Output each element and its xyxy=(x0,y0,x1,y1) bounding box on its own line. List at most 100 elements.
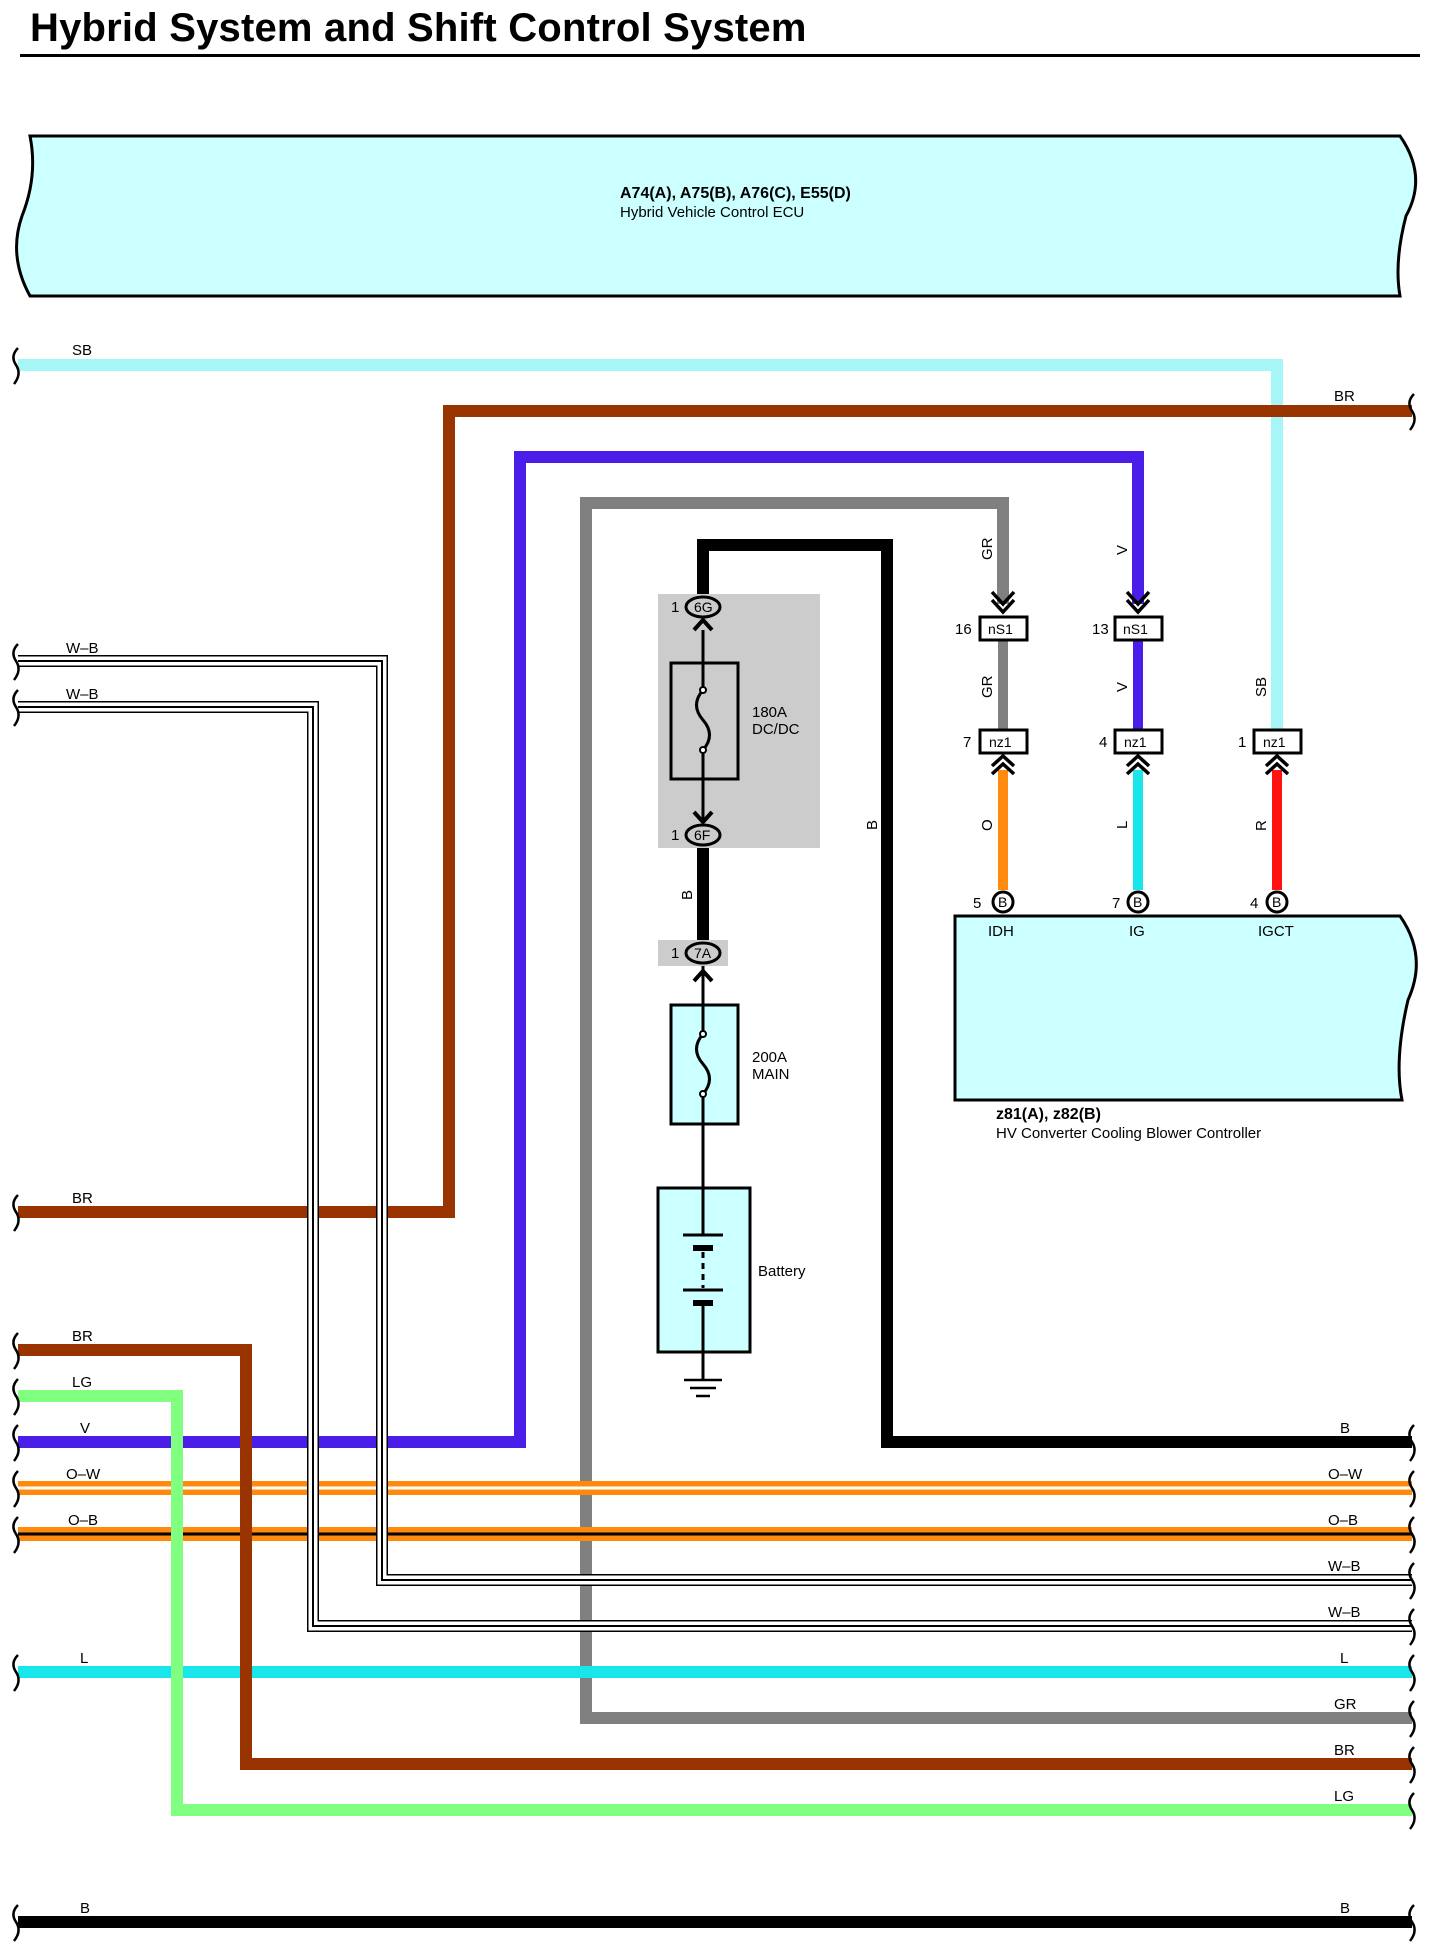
wire-gr xyxy=(580,497,1412,1724)
fuse-main: 200A MAIN xyxy=(669,1003,790,1126)
connector-6f-pin: 1 xyxy=(671,827,679,844)
nS1-gr-arrow xyxy=(990,590,1016,615)
connector-6f-arrow xyxy=(692,810,714,825)
label-vert-l: L xyxy=(1114,821,1131,829)
wires xyxy=(18,359,1412,1928)
label-vert-gr-upper: GR xyxy=(979,537,996,560)
ground-icon xyxy=(684,1378,722,1398)
connector-7a xyxy=(684,941,722,965)
connector-nz1-o-pin: 7 xyxy=(963,734,971,751)
connector-nz1-l-code: nz1 xyxy=(1124,734,1147,750)
label-left-sb: SB xyxy=(72,342,92,359)
label-right-ob: O–B xyxy=(1328,1512,1358,1529)
title-rule xyxy=(20,54,1420,57)
connector-6g-arrow xyxy=(692,617,714,632)
label-vert-gr-lower: GR xyxy=(979,675,996,698)
fuse-block: 6G 1 180A DC/DC 6F 1 7A 1 xyxy=(658,594,820,983)
wire-labels-vertical: GR V GR V SB O L R B B xyxy=(679,537,1270,900)
controller-pin-idh-conn: B xyxy=(998,894,1007,910)
label-vert-b-right: B xyxy=(864,820,881,830)
connector-7a-pin: 1 xyxy=(671,945,679,962)
ecu-id: A74(A), A75(B), A76(C), E55(D) xyxy=(620,185,851,202)
wire-br-upper xyxy=(18,405,1412,1218)
label-right-br: BR xyxy=(1334,388,1355,405)
label-right-b: B xyxy=(1340,1420,1350,1437)
connector-ns1-gr-code: nS1 xyxy=(988,621,1013,637)
controller-box xyxy=(953,914,1418,1102)
controller-pin-igct-name: IGCT xyxy=(1258,923,1294,940)
fuse-main-node-bottom xyxy=(699,1090,707,1098)
connector-nz1-r-pin: 1 xyxy=(1238,734,1246,751)
label-right-wb1: W–B xyxy=(1328,1558,1361,1575)
label-left-br2: BR xyxy=(72,1328,93,1345)
label-left-wb1: W–B xyxy=(66,640,99,657)
ecu-box xyxy=(15,134,1418,298)
wire-br-lower xyxy=(18,1344,1412,1770)
controller-pin-ig-conn: B xyxy=(1133,894,1142,910)
connector-ns1-gr-pin: 16 xyxy=(955,621,972,638)
connector-7a-code: 7A xyxy=(694,945,712,961)
label-vert-r: R xyxy=(1253,820,1270,831)
connector-nz1-r-code: nz1 xyxy=(1263,734,1286,750)
label-right-l: L xyxy=(1340,1650,1348,1667)
label-vert-sb: SB xyxy=(1253,677,1270,697)
connector-nz1-o xyxy=(978,728,1029,755)
connector-nz1-r xyxy=(1252,728,1303,755)
wire-lg xyxy=(18,1390,1412,1816)
label-right-gr: GR xyxy=(1334,1696,1357,1713)
label-right-ow: O–W xyxy=(1328,1466,1363,1483)
label-left-br1: BR xyxy=(72,1190,93,1207)
label-left-wb2: W–B xyxy=(66,686,99,703)
controller-pin-idh-num: 5 xyxy=(973,895,981,912)
nz1-l-arrow xyxy=(1125,753,1151,776)
controller-pin-idh xyxy=(991,890,1015,914)
fuse-dcdc-node-top xyxy=(699,686,707,694)
connector-nz1-l-pin: 4 xyxy=(1099,734,1107,751)
nz1-o-arrow xyxy=(990,753,1016,776)
connector-ns1-gr xyxy=(978,615,1029,642)
junction-connectors: nS1 16 nS1 13 nz1 7 nz1 4 nz1 1 xyxy=(955,590,1303,776)
label-left-ob: O–B xyxy=(68,1512,98,1529)
controller-name: HV Converter Cooling Blower Controller xyxy=(996,1125,1261,1142)
connector-6g-code: 6G xyxy=(694,599,713,615)
label-right-br2: BR xyxy=(1334,1742,1355,1759)
wire-labels-right: BR B O–W O–B W–B W–B L GR BR LG B xyxy=(1328,388,1363,1917)
controller-pin-igct xyxy=(1265,890,1289,914)
connector-ns1-v-code: nS1 xyxy=(1123,621,1148,637)
connector-ns1-v xyxy=(1113,615,1164,642)
connector-6f xyxy=(684,823,722,847)
label-vert-b-fuse: B xyxy=(679,890,696,900)
fuse-main-node-top xyxy=(699,1030,707,1038)
fuse-main-name: MAIN xyxy=(752,1066,790,1083)
fuse-dcdc-link xyxy=(695,630,711,822)
fuse-dcdc-node-bottom xyxy=(699,746,707,754)
label-vert-v-lower: V xyxy=(1114,682,1131,692)
label-right-wb2: W–B xyxy=(1328,1604,1361,1621)
fuse-main-link xyxy=(695,1005,711,1124)
wire-labels-left: SB W–B W–B BR BR LG V O–W O–B L B xyxy=(66,342,101,1917)
fuse-dcdc-name: DC/DC xyxy=(752,721,800,738)
wire-b-fuse xyxy=(697,539,1412,1448)
label-vert-o: O xyxy=(979,819,996,831)
label-left-ow: O–W xyxy=(66,1466,101,1483)
connector-6g xyxy=(684,595,722,619)
controller-pin-ig-num: 7 xyxy=(1112,895,1120,912)
label-right-b2: B xyxy=(1340,1900,1350,1917)
battery: Battery xyxy=(656,1186,806,1354)
hv-converter-cooling-blower-controller: B B B 5 7 4 IDH IG IGCT z81(A), z82(B) H… xyxy=(953,890,1418,1142)
wire-break-marks xyxy=(12,347,1416,1942)
label-right-lg: LG xyxy=(1334,1788,1354,1805)
wire-v-upper xyxy=(18,451,1144,1448)
controller-pin-idh-name: IDH xyxy=(988,923,1014,940)
battery-label: Battery xyxy=(758,1263,806,1280)
hybrid-vehicle-control-ecu: A74(A), A75(B), A76(C), E55(D) Hybrid Ve… xyxy=(15,134,1418,298)
controller-pin-igct-conn: B xyxy=(1272,894,1281,910)
connector-nz1-l xyxy=(1113,728,1164,755)
label-left-lg: LG xyxy=(72,1374,92,1391)
connector-ns1-v-pin: 13 xyxy=(1092,621,1109,638)
connector-nz1-o-code: nz1 xyxy=(989,734,1012,750)
label-left-v: V xyxy=(80,1420,90,1437)
page-title: Hybrid System and Shift Control System xyxy=(30,6,807,50)
controller-pin-ig xyxy=(1126,890,1150,914)
